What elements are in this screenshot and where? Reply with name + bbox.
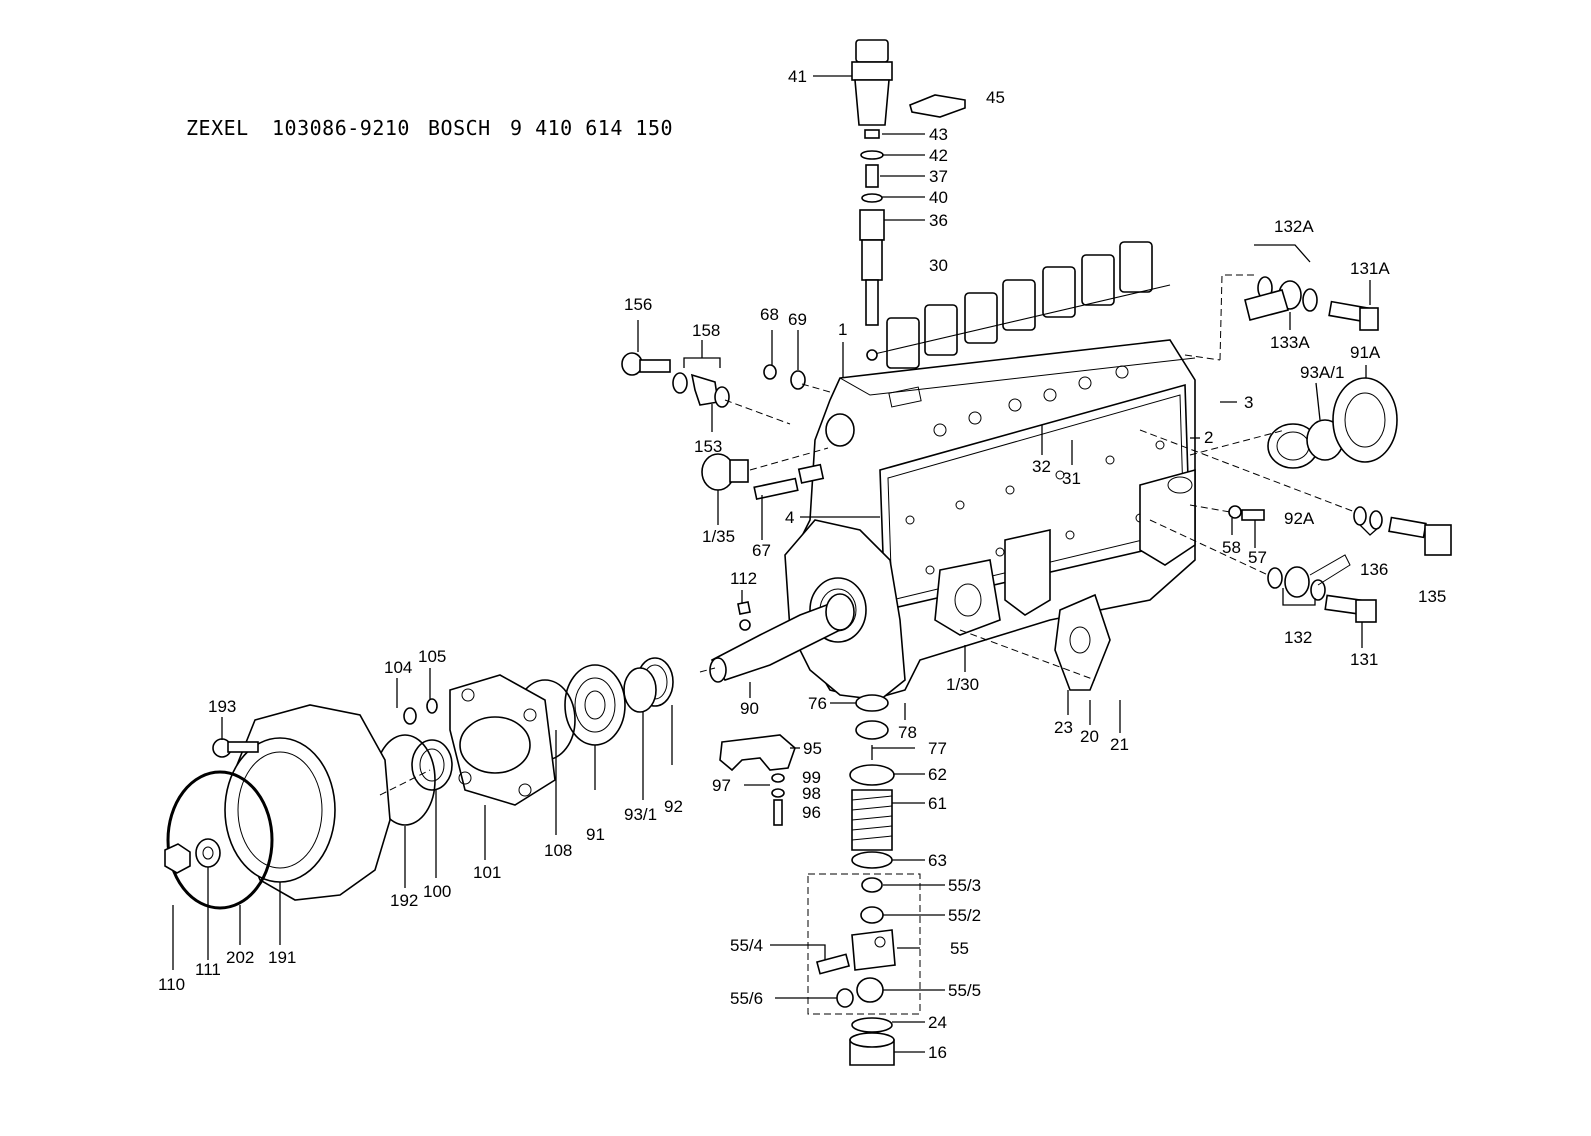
governor-housing [164, 704, 391, 910]
leader-lines [172, 75, 1379, 1053]
label-192: 192 [390, 891, 418, 910]
label-55-4: 55/4 [730, 936, 763, 955]
label-45: 45 [986, 88, 1005, 107]
title-maker-bosch: BOSCH [428, 116, 491, 140]
label-91: 91 [586, 825, 605, 844]
camshaft [709, 593, 855, 683]
title-maker-zexel: ZEXEL [186, 116, 249, 140]
label-41: 41 [788, 67, 807, 86]
label-61: 61 [928, 794, 947, 813]
label-3: 3 [1244, 393, 1253, 412]
label-99: 99 [802, 768, 821, 787]
label-16: 16 [928, 1043, 947, 1062]
label-191: 191 [268, 948, 296, 967]
label-55-2: 55/2 [948, 906, 981, 925]
label-92a: 92A [1284, 509, 1315, 528]
label-55-3: 55/3 [948, 876, 981, 895]
label-96: 96 [802, 803, 821, 822]
label-30: 30 [929, 256, 948, 275]
label-135: 135 [1418, 587, 1446, 606]
label-20: 20 [1080, 727, 1099, 746]
label-91a: 91A [1350, 343, 1381, 362]
label-23: 23 [1054, 718, 1073, 737]
title-number-bosch: 9 410 614 150 [510, 116, 673, 140]
label-153: 153 [694, 437, 722, 456]
label-104: 104 [384, 658, 412, 677]
label-2: 2 [1204, 428, 1213, 447]
label-62: 62 [928, 765, 947, 784]
key-112 [737, 601, 751, 615]
label-1-30: 1/30 [946, 675, 979, 694]
label-57: 57 [1248, 548, 1267, 567]
label-193: 193 [208, 697, 236, 716]
banjo-fittings [1228, 276, 1452, 623]
label-4: 4 [785, 508, 794, 527]
label-32: 32 [1032, 457, 1051, 476]
label-76: 76 [808, 694, 827, 713]
cap-assembly [719, 734, 796, 826]
label-110: 110 [158, 975, 185, 994]
part-labels: 41 45 43 42 37 40 36 30 132A 131A 133A 1… [158, 67, 1446, 1062]
label-92: 92 [664, 797, 683, 816]
label-156: 156 [624, 295, 652, 314]
label-77: 77 [928, 739, 947, 758]
label-100: 100 [423, 882, 451, 901]
label-78: 78 [898, 723, 917, 742]
label-97: 97 [712, 776, 731, 795]
label-68: 68 [760, 305, 779, 324]
delivery-valve-holders [869, 241, 1171, 369]
label-24: 24 [928, 1013, 947, 1032]
label-93-1: 93/1 [624, 805, 657, 824]
title-number-zexel: 103086-9210 [272, 116, 410, 140]
label-202: 202 [226, 948, 254, 967]
label-55: 55 [950, 939, 969, 958]
left-banjo-fittings [621, 352, 825, 500]
label-1: 1 [838, 320, 847, 339]
label-67: 67 [752, 541, 771, 560]
diagram-title: ZEXEL 103086-9210 BOSCH 9 410 614 150 [186, 116, 673, 140]
label-31: 31 [1062, 469, 1081, 488]
label-63: 63 [928, 851, 947, 870]
label-132: 132 [1284, 628, 1312, 647]
pump-housing [784, 241, 1196, 701]
label-58: 58 [1222, 538, 1241, 557]
label-95: 95 [803, 739, 822, 758]
label-90: 90 [740, 699, 759, 718]
label-105: 105 [418, 647, 446, 666]
label-1-35: 1/35 [702, 527, 735, 546]
label-111: 111 [195, 960, 221, 979]
delivery-valve-stack [851, 39, 893, 361]
label-112: 112 [730, 569, 757, 588]
label-37: 37 [929, 167, 948, 186]
label-40: 40 [929, 188, 948, 207]
alignment-lines [379, 274, 1356, 796]
label-93a-1: 93A/1 [1300, 363, 1344, 382]
label-101: 101 [473, 863, 501, 882]
label-132a: 132A [1274, 217, 1314, 236]
label-98: 98 [802, 784, 821, 803]
label-69: 69 [788, 310, 807, 329]
label-36: 36 [929, 211, 948, 230]
tappet-assembly [807, 694, 921, 1066]
label-55-5: 55/5 [948, 981, 981, 1000]
label-108: 108 [544, 841, 572, 860]
label-131: 131 [1350, 650, 1378, 669]
label-43: 43 [929, 125, 948, 144]
label-136: 136 [1360, 560, 1388, 579]
label-55-6: 55/6 [730, 989, 763, 1008]
label-42: 42 [929, 146, 948, 165]
label-131a: 131A [1350, 259, 1390, 278]
label-21: 21 [1110, 735, 1129, 754]
clamp-45 [909, 94, 966, 118]
bearing-group [374, 657, 674, 826]
label-133a: 133A [1270, 333, 1310, 352]
label-158: 158 [692, 321, 720, 340]
